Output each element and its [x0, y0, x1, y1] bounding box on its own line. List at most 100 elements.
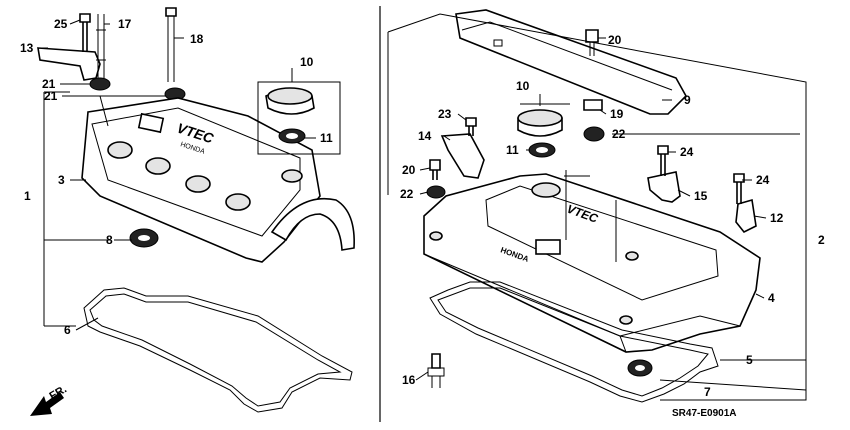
- stud-head: [431, 353, 441, 369]
- stud-part: [97, 14, 105, 84]
- bolt-part: [79, 13, 91, 52]
- leader-21b: [62, 95, 166, 127]
- plug-guide-lines: [565, 170, 617, 262]
- callout-11a: 11: [320, 131, 333, 145]
- group-bracket-2: [387, 13, 807, 401]
- oil-cap-top: [267, 87, 313, 105]
- callout-17: 17: [118, 17, 132, 31]
- oil-cap-top: [517, 109, 563, 127]
- callout-11b: 11: [506, 143, 519, 157]
- leader-16: [415, 371, 429, 381]
- leader-25: [69, 19, 81, 25]
- right-cover-top: [485, 185, 719, 301]
- callout-8: 8: [106, 233, 113, 247]
- leader-14: [443, 135, 451, 141]
- right-gasket: [429, 281, 719, 403]
- callout-21a: 21: [42, 77, 56, 91]
- gasket-hole: [286, 133, 298, 139]
- plug-hole: [225, 193, 251, 211]
- top-cover-hole: [493, 39, 503, 47]
- leader-19: [599, 109, 607, 115]
- callout-4: 4: [768, 291, 775, 305]
- honda-badge: [137, 112, 165, 134]
- callout-12: 12: [770, 211, 784, 225]
- bolt-boss: [429, 231, 443, 241]
- callout-5: 5: [746, 353, 753, 367]
- oil-filler-hole: [531, 182, 561, 198]
- bolt-boss: [619, 315, 633, 325]
- right-gasket-inner: [437, 287, 709, 397]
- bracket-part: [735, 198, 757, 234]
- group-bracket-ticks: [659, 359, 807, 391]
- grommet-part: [426, 185, 446, 199]
- callout-22b: 22: [400, 187, 414, 201]
- left-gasket: [83, 287, 353, 413]
- leader-12: [753, 215, 767, 219]
- callout-22a: 22: [612, 127, 626, 141]
- bolt-part: [465, 117, 477, 136]
- cap-group-box-right: [520, 103, 590, 177]
- leader-6: [75, 317, 99, 331]
- callout-25: 25: [54, 17, 68, 31]
- grommet-part: [583, 126, 605, 142]
- leader-15: [677, 189, 691, 197]
- left-gasket-inner: [89, 293, 342, 407]
- callout-23: 23: [438, 107, 452, 121]
- diagram-code: SR47-E0901A: [672, 408, 736, 419]
- callout-16: 16: [402, 373, 416, 387]
- callout-1: 1: [24, 189, 31, 203]
- callout-7: 7: [704, 385, 711, 399]
- callout-24a: 24: [680, 145, 694, 159]
- callout-3: 3: [58, 173, 65, 187]
- bolt-shaft: [589, 42, 595, 56]
- bolt-part: [429, 159, 441, 180]
- washer-part: [583, 99, 603, 111]
- gasket-hole: [536, 147, 548, 153]
- front-arrow-icon: [30, 392, 64, 416]
- left-cover-top: [91, 107, 301, 237]
- washer-part: [89, 77, 111, 91]
- callout-9: 9: [684, 93, 691, 107]
- callout-20b: 20: [402, 163, 416, 177]
- callout-19: 19: [610, 107, 624, 121]
- callout-13: 13: [20, 41, 34, 55]
- callout-10a: 10: [300, 55, 314, 69]
- long-bolt-head: [165, 7, 177, 17]
- honda-badge: [535, 239, 561, 255]
- front-label: FR.: [48, 383, 69, 402]
- leader-4: [755, 293, 765, 299]
- plug-hole: [185, 175, 211, 193]
- seal-hole: [138, 235, 150, 241]
- bracket-part: [647, 171, 681, 203]
- callout-6: 6: [64, 323, 71, 337]
- stud-thread: [96, 29, 106, 61]
- callout-24b: 24: [756, 173, 770, 187]
- callout-10b: 10: [516, 79, 530, 93]
- callout-2: 2: [818, 233, 825, 247]
- bolt-boss: [625, 251, 639, 261]
- bracket-part: [37, 47, 101, 81]
- bracket-part: [440, 133, 485, 179]
- stud-body: [427, 367, 445, 388]
- bolt-part: [657, 145, 669, 176]
- group-bracket-ticks: [44, 91, 110, 327]
- timing-cover-arch: [270, 198, 355, 251]
- plug-hole: [145, 157, 171, 175]
- seal-hole: [635, 365, 645, 371]
- cap-group-box: [257, 81, 341, 155]
- oil-filler-hole: [281, 169, 303, 183]
- callout-14: 14: [418, 129, 432, 143]
- callout-18: 18: [190, 32, 204, 46]
- plug-hole: [107, 141, 133, 159]
- leader-23: [457, 113, 467, 121]
- bolt-part: [585, 29, 599, 43]
- callout-20a: 20: [608, 33, 622, 47]
- bolt-part: [733, 173, 745, 204]
- top-cover-ridge: [461, 21, 673, 91]
- callout-15: 15: [694, 189, 708, 203]
- top-cover: [455, 9, 687, 115]
- callout-21b: 21: [44, 89, 58, 103]
- leader-20b: [419, 167, 431, 171]
